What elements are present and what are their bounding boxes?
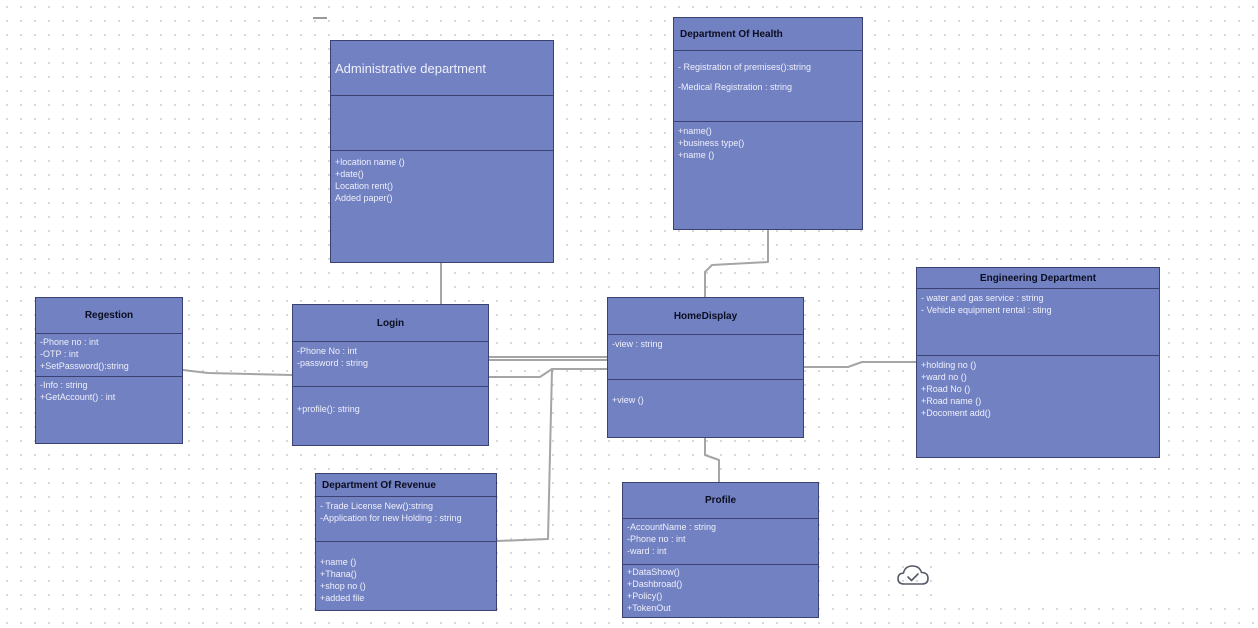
method-item: +name() — [678, 126, 712, 136]
method-item: +TokenOut — [627, 603, 671, 613]
method-item: +name () — [320, 557, 357, 567]
method-item: Added paper() — [335, 193, 393, 203]
attribute-item: - water and gas service : string — [921, 293, 1044, 303]
method-item: +location name () — [335, 157, 405, 167]
class-login[interactable]: Login -Phone No : int -password : string… — [292, 304, 489, 446]
attribute-item: - Trade License New():string — [320, 501, 434, 511]
class-title: Profile — [704, 494, 737, 506]
methods-section: +DataShow() +Dashbroad() +Policy() +Toke… — [623, 564, 818, 617]
connector-health-home — [704, 229, 769, 298]
attributes-section: - Trade License New():string -Applicatio… — [316, 496, 496, 541]
attributes-section: -view : string — [608, 334, 803, 379]
class-title: HomeDisplay — [673, 310, 738, 322]
attributes-section: -Phone No : int -password : string — [293, 341, 488, 386]
method-item: +added file — [320, 593, 365, 603]
class-title: Department Of Revenue — [322, 479, 436, 491]
class-department-of-revenue[interactable]: Department Of Revenue - Trade License Ne… — [315, 473, 497, 611]
minimize-mark — [313, 17, 327, 19]
cloud-check-icon[interactable] — [895, 562, 931, 590]
class-engineering-department[interactable]: Engineering Department - water and gas s… — [916, 267, 1160, 458]
redacted-area — [944, 556, 1256, 602]
method-item: +Road name () — [921, 396, 982, 406]
attribute-item: - Vehicle equipment rental : sting — [921, 305, 1052, 315]
method-item: +GetAccount() : int — [40, 392, 116, 402]
method-item: +Road No () — [921, 384, 971, 394]
attribute-item: -Phone No : int — [297, 346, 358, 356]
attributes-section: -Phone no : int -OTP : int +SetPassword(… — [36, 333, 182, 376]
attributes-section — [331, 95, 553, 150]
attributes-section: -AccountName : string -Phone no : int -w… — [623, 517, 818, 564]
method-item: +name () — [678, 150, 715, 160]
class-title: Regestion — [84, 310, 134, 321]
method-item: +holding no () — [921, 360, 977, 370]
class-title: Engineering Department — [979, 272, 1097, 284]
method-item: Location rent() — [335, 181, 394, 191]
class-home-display[interactable]: HomeDisplay -view : string +view () — [607, 297, 804, 438]
methods-section: +view () — [608, 379, 803, 437]
attributes-section: - water and gas service : string - Vehic… — [917, 288, 1159, 355]
methods-section: +holding no () +ward no () +Road No () +… — [917, 355, 1159, 457]
class-title: Administrative department — [335, 60, 487, 76]
methods-section: +profile(): string — [293, 386, 488, 445]
attribute-item: -Phone no : int — [40, 337, 99, 347]
method-item: +view () — [612, 395, 644, 405]
methods-section: -Info : string +GetAccount() : int — [36, 376, 182, 443]
attribute-item: -Application for new Holding : string — [320, 513, 462, 523]
method-item: +Docoment add() — [921, 408, 991, 418]
method-item: +Dashbroad() — [627, 579, 683, 589]
method-item: -Info : string — [40, 380, 88, 390]
methods-section: +location name () +date() Location rent(… — [331, 150, 553, 262]
methods-section: +name () +Thana() +shop no () +added fil… — [316, 541, 496, 610]
class-department-of-health[interactable]: Department Of Health - Registration of p… — [673, 17, 863, 230]
attribute-item: +SetPassword():string — [40, 361, 129, 371]
attribute-item: -Medical Registration : string — [678, 82, 793, 92]
connector-home-engineering — [802, 361, 917, 368]
method-item: +shop no () — [320, 581, 366, 591]
attribute-item: -Phone no : int — [627, 533, 686, 544]
method-item: +Thana() — [320, 569, 357, 579]
method-item: +profile(): string — [297, 404, 360, 414]
connector-revenue-home — [496, 368, 553, 542]
method-item: +Policy() — [627, 591, 663, 601]
class-administrative-department[interactable]: Administrative department +location name… — [330, 40, 554, 263]
method-item: +date() — [335, 169, 364, 179]
class-registration[interactable]: Regestion -Phone no : int -OTP : int +Se… — [35, 297, 183, 444]
attributes-section: - Registration of premises():string -Med… — [674, 50, 862, 121]
method-item: +DataShow() — [627, 567, 680, 577]
attribute-item: -OTP : int — [40, 349, 79, 359]
attribute-item: -AccountName : string — [627, 521, 717, 532]
class-profile[interactable]: Profile -AccountName : string -Phone no … — [622, 482, 819, 618]
connector-login-home-lower — [487, 368, 608, 378]
attribute-item: -ward : int — [627, 545, 667, 556]
method-item: +business type() — [678, 138, 745, 148]
method-item: +ward no () — [921, 372, 967, 382]
attribute-item: -view : string — [612, 339, 663, 349]
connector-home-profile — [704, 437, 720, 483]
attribute-item: -password : string — [297, 358, 369, 368]
class-title: Department Of Health — [680, 28, 783, 40]
class-title: Login — [376, 317, 405, 329]
methods-section: +name() +business type() +name () — [674, 121, 862, 229]
attribute-item: - Registration of premises():string — [678, 62, 812, 72]
connector-registration-login — [182, 369, 293, 376]
